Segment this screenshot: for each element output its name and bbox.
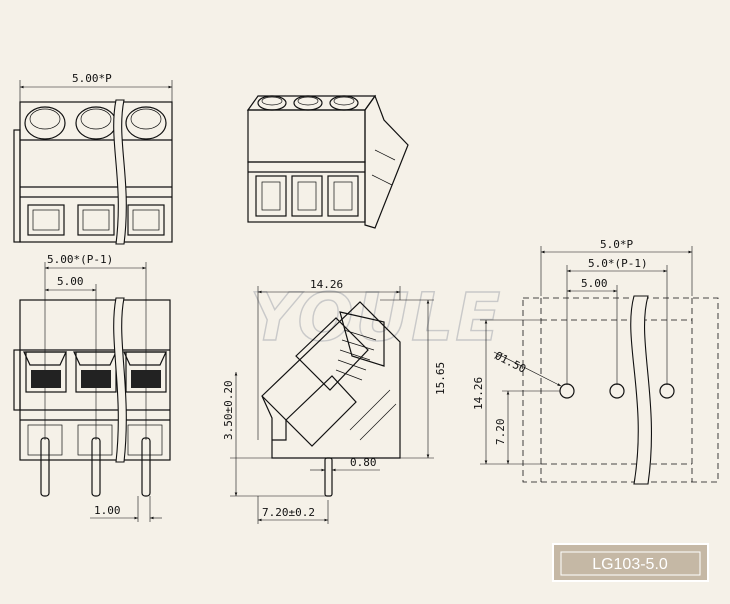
total-label: 5.0*P xyxy=(600,238,633,251)
wire-entry xyxy=(261,395,287,441)
side-tab xyxy=(13,129,21,243)
base-depth-label: 7.20±0.2 xyxy=(262,506,315,519)
break-symbol xyxy=(113,297,127,463)
break-symbol xyxy=(113,99,127,245)
screw-heads xyxy=(24,106,167,140)
body-outline xyxy=(261,301,401,459)
side-face xyxy=(364,94,409,229)
model-label: LG103-5.0 xyxy=(592,556,668,573)
width-label: 14.26 xyxy=(310,278,343,291)
side-detail xyxy=(371,149,396,186)
hole-leader-line xyxy=(493,351,562,387)
span-label: 5.0*(P-1) xyxy=(588,257,648,270)
break-symbol xyxy=(630,295,653,485)
lower-front-face xyxy=(247,161,366,223)
pcb-layout-view: 5.0*P 5.0*(P-1) 5.00 Ø1.50 14.26 7.20 xyxy=(472,238,719,485)
height-label: 14.26 xyxy=(472,377,485,410)
side-section-view: 14.26 15.65 3.50±0.20 0.80 7.20±0.2 xyxy=(222,278,447,524)
front-pin-view: 5.00*(P-1) 5.00 1.00 xyxy=(13,253,171,522)
top-face xyxy=(246,95,377,111)
pin-sockets xyxy=(27,424,163,456)
side-tab xyxy=(13,349,21,411)
solder-pin xyxy=(324,457,333,497)
wire-clamp xyxy=(285,375,357,447)
pitch-label: 5.00*P xyxy=(72,72,112,85)
wire-openings xyxy=(27,204,165,236)
pcb-holes xyxy=(559,383,675,399)
pitch-label: 5.00 xyxy=(581,277,608,290)
screw-thread xyxy=(335,329,377,381)
span-label: 5.00*(P-1) xyxy=(47,253,113,266)
hatch-lines xyxy=(349,389,397,441)
pin-thickness-label: 0.80 xyxy=(350,456,377,469)
top-front-view: 5.00*P xyxy=(13,72,173,245)
badge-inner-frame xyxy=(560,551,701,576)
housing-outline xyxy=(19,101,173,243)
pin-length-label: 3.50±0.20 xyxy=(222,380,235,440)
screw-head xyxy=(339,311,385,367)
isometric-view xyxy=(246,94,409,229)
pin-offset-label: 1.00 xyxy=(94,504,121,517)
solder-pins xyxy=(40,437,151,497)
footprint-outline xyxy=(522,297,719,483)
upper-front-face xyxy=(247,109,366,163)
hole-y-label: 7.20 xyxy=(494,419,507,446)
screw-cavity xyxy=(295,317,369,391)
pitch-label: 5.00 xyxy=(57,275,84,288)
height-label: 15.65 xyxy=(434,362,447,395)
clamp-cells xyxy=(23,351,167,393)
model-badge: LG103-5.0 xyxy=(552,543,709,582)
